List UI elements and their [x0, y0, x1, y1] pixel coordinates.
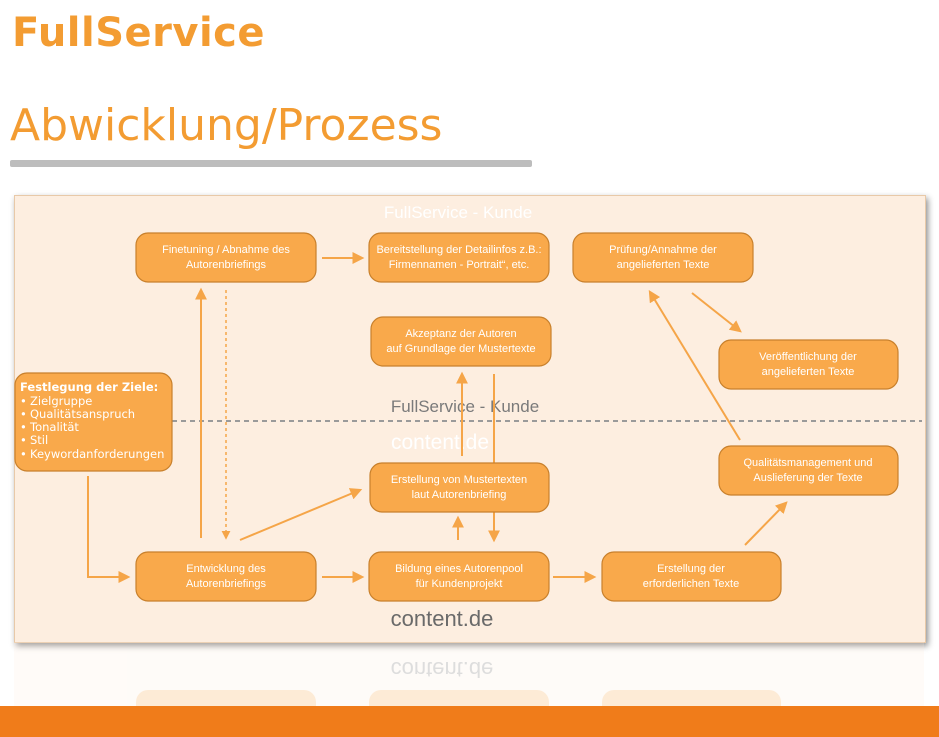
node-finetuning-line1: Finetuning / Abnahme des: [162, 244, 290, 256]
node-erstellung-line1: Erstellung der: [657, 563, 725, 575]
node-finetuning-line2: Autorenbriefings: [186, 259, 267, 271]
arrow-erstellung-qualitaet: [744, 501, 788, 546]
goals-item-3: Tonalität: [29, 420, 79, 434]
subtitle-underline: [10, 160, 532, 167]
goals-box: Festlegung der Ziele: • Zielgruppe • Qua…: [14, 372, 173, 472]
goals-item-1: Zielgruppe: [30, 394, 92, 408]
node-bereitstellung-line1: Bereitstellung der Detailinfos z.B.:: [376, 244, 541, 256]
goals-item-2: Qualitätsanspruch: [30, 407, 135, 421]
node-finetuning: Finetuning / Abnahme des Autorenbriefing…: [135, 232, 317, 283]
goals-item-5: Keywordanforderungen: [30, 447, 164, 461]
node-pruefung: Prüfung/Annahme der angelieferten Texte: [572, 232, 754, 283]
node-akzeptanz-line1: Akzeptanz der Autoren: [405, 328, 516, 340]
goals-bullet-5: •: [20, 447, 27, 461]
top-zone-label: FullService - Kunde: [384, 203, 532, 222]
arrow-pruefung-veroeffentlichung: [691, 292, 742, 333]
node-qualitaet-line2: Auslieferung der Texte: [753, 472, 862, 484]
node-mustertexte-line1: Erstellung von Mustertexten: [391, 474, 527, 486]
goals-bullet-2: •: [20, 407, 27, 421]
node-erstellung-line2: erforderlichen Texte: [643, 578, 739, 590]
goals-heading: Festlegung der Ziele:: [20, 380, 158, 394]
goals-item-4: Stil: [30, 433, 48, 447]
node-akzeptanz-line2: auf Grundlage der Mustertexte: [386, 343, 535, 355]
node-entwicklung: Entwicklung des Autorenbriefings: [135, 551, 317, 602]
node-entwicklung-line1: Entwicklung des: [186, 563, 266, 575]
node-autorenpool-line2: für Kundenprojekt: [416, 578, 503, 590]
bottom-zone-label: content.de: [391, 606, 494, 631]
page-subtitle: Abwicklung/Prozess: [10, 100, 443, 151]
node-mustertexte-line2: laut Autorenbriefing: [412, 489, 507, 501]
divider-label-bottom: content.de: [391, 431, 489, 454]
node-veroeffentlichung: Veröffentlichung der angelieferten Texte: [718, 339, 899, 390]
node-autorenpool: Bildung eines Autorenpool für Kundenproj…: [368, 551, 550, 602]
node-mustertexte: Erstellung von Mustertexten laut Autoren…: [369, 462, 550, 513]
node-akzeptanz: Akzeptanz der Autoren auf Grundlage der …: [370, 316, 552, 367]
page-title: FullService: [12, 10, 266, 56]
goals-bullet-4: •: [20, 433, 27, 447]
node-pruefung-line2: angelieferten Texte: [617, 259, 710, 271]
connectors: [87, 252, 788, 583]
node-qualitaet: Qualitätsmanagement und Auslieferung der…: [718, 445, 899, 496]
node-qualitaet-line1: Qualitätsmanagement und: [743, 457, 872, 469]
arrow-ziele-entwicklung: [87, 476, 131, 583]
goals-bullet-3: •: [20, 420, 27, 434]
node-veroeffentlichung-line2: angelieferten Texte: [762, 366, 855, 378]
divider-label-top: FullService - Kunde: [391, 397, 539, 416]
arrow-entwicklung-mustertexte: [239, 488, 363, 541]
goals-bullet-1: •: [20, 394, 27, 408]
node-veroeffentlichung-line1: Veröffentlichung der: [759, 351, 857, 363]
node-pruefung-line1: Prüfung/Annahme der: [609, 244, 717, 256]
node-bereitstellung-line2: Firmennamen - Portrait“, etc.: [389, 259, 530, 271]
node-bereitstellung: Bereitstellung der Detailinfos z.B.: Fir…: [368, 232, 550, 283]
arrow-qualitaet-pruefung: [648, 289, 741, 441]
reflection-label: content.de: [391, 657, 494, 682]
node-entwicklung-line2: Autorenbriefings: [186, 578, 267, 590]
node-autorenpool-line1: Bildung eines Autorenpool: [395, 563, 523, 575]
node-erstellung: Erstellung der erforderlichen Texte: [601, 551, 782, 602]
footer-bar: [0, 706, 939, 737]
